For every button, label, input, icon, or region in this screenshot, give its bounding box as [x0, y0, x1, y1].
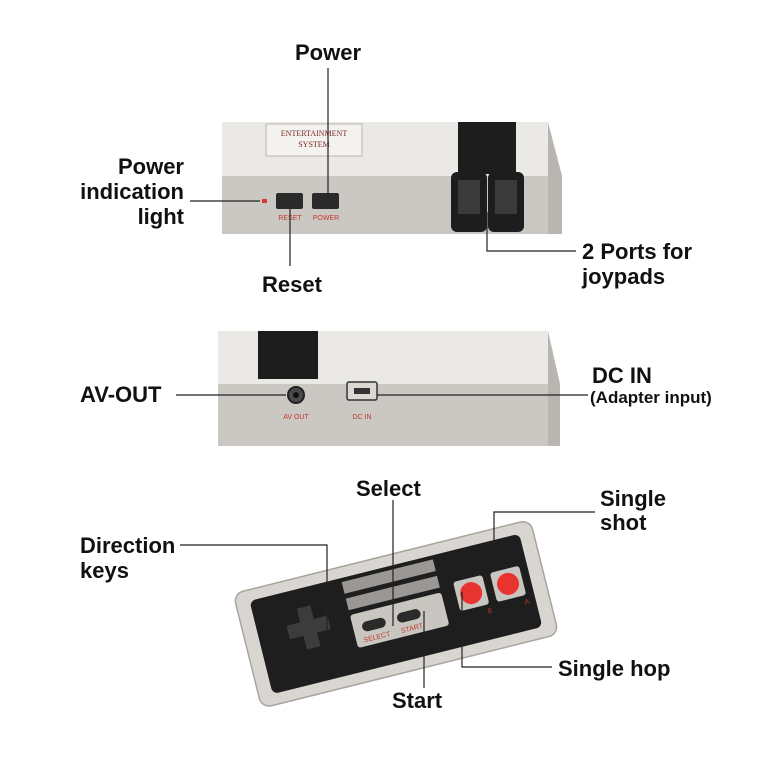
- dc-in-socket: [354, 388, 370, 394]
- console-rear-face: [218, 384, 560, 446]
- power-tag: POWER: [313, 215, 339, 222]
- power-light-label-line-3: light: [137, 204, 184, 229]
- select-button[interactable]: [361, 617, 387, 633]
- single-shot-leader: [493, 511, 595, 572]
- port-housing: [458, 122, 516, 174]
- console-rear: AV OUT DC IN: [176, 331, 588, 446]
- reset-label: Reset: [262, 272, 322, 297]
- direction-label-line-1: Direction: [80, 533, 176, 558]
- a-tag: A: [524, 598, 531, 606]
- console-front-side: [548, 122, 562, 234]
- entertainment-badge: [265, 123, 363, 157]
- badge-line-1: ENTERTAINMENT: [281, 129, 348, 138]
- port-1-socket: [458, 180, 480, 214]
- single-hop-leader: [461, 592, 552, 668]
- av-out-tag: AV OUT: [283, 414, 309, 421]
- start-label: Start: [392, 688, 443, 713]
- single-shot-label-line-1: Single: [600, 486, 667, 511]
- console-rear-side: [548, 331, 560, 446]
- power-light-label-line-1: Power: [117, 154, 184, 179]
- b-button[interactable]: [458, 580, 485, 607]
- dpad-vertical[interactable]: [296, 605, 321, 650]
- av-out-jack-hole: [293, 392, 299, 398]
- single-hop-label: Single hop: [558, 656, 671, 681]
- dc-in-tag: DC IN: [352, 414, 371, 421]
- power-indicator-light: [262, 199, 267, 203]
- power-label: Power: [294, 40, 362, 65]
- ports-label-line-2: joypads: [582, 264, 666, 289]
- ports-label-line-1: 2 Ports for: [582, 239, 693, 264]
- controller: SELECT START B A: [180, 500, 595, 707]
- direction-label-line-2: keys: [80, 558, 129, 583]
- select-label: Select: [356, 476, 421, 501]
- av-out-label: AV-OUT: [80, 382, 162, 407]
- ports-leader: [486, 212, 576, 252]
- a-button[interactable]: [495, 571, 522, 598]
- direction-leader: [180, 544, 328, 634]
- single-shot-label-line-2: shot: [600, 510, 647, 535]
- port-2-socket: [495, 180, 517, 214]
- reset-button[interactable]: [276, 193, 303, 209]
- start-button[interactable]: [396, 608, 422, 624]
- power-light-label-line-2: indication: [80, 179, 184, 204]
- power-button[interactable]: [312, 193, 339, 209]
- console-front: ENTERTAINMENT SYSTEM RESET POWER: [190, 68, 576, 266]
- badge-line-2: SYSTEM: [298, 140, 330, 149]
- dc-in-label: DC IN: [592, 363, 652, 388]
- dc-in-sublabel: (Adapter input): [590, 388, 712, 407]
- rear-port-housing: [258, 331, 318, 379]
- center-stripe-1: [341, 559, 436, 594]
- b-tag: B: [487, 607, 494, 615]
